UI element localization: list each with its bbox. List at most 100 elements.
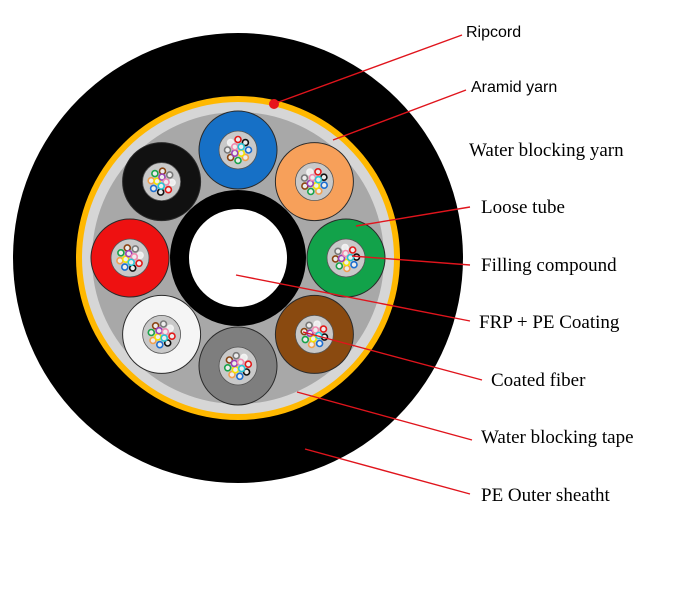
filling-compound-bundle [110, 238, 150, 278]
label-aramid-yarn: Aramid yarn [471, 79, 557, 96]
leader-lines [235, 34, 483, 495]
coated-fiber [306, 179, 315, 188]
coated-fiber [131, 245, 140, 253]
coated-fiber [237, 149, 245, 157]
coated-fiber [117, 249, 125, 257]
label-water-blocking-tape: Water blocking tape [481, 427, 634, 448]
coated-fiber [164, 185, 173, 194]
coated-fiber [315, 339, 324, 348]
coated-fiber [149, 336, 157, 345]
coated-fiber [225, 356, 234, 364]
coated-fiber [147, 328, 156, 337]
coated-fiber [314, 168, 322, 176]
coated-fiber [149, 184, 158, 193]
coated-fiber [158, 173, 166, 181]
label-ripcord: Ripcord [466, 24, 521, 41]
coated-fiber [341, 243, 349, 252]
label-filling-compound: Filling compound [481, 255, 617, 276]
coated-fiber [241, 138, 250, 147]
coated-fiber [151, 169, 159, 178]
loose-tube-leader [355, 206, 471, 227]
coated-fiber [156, 340, 164, 349]
coated-fiber-leader [302, 331, 483, 381]
frp-core [189, 209, 287, 307]
coated-fiber [337, 254, 346, 263]
coated-fiber [165, 171, 174, 179]
coated-fiber [158, 167, 167, 175]
coated-fiber [236, 372, 244, 381]
coated-fiber [312, 181, 321, 190]
ripcord-leader [275, 34, 463, 104]
coated-fiber [161, 327, 170, 336]
coated-fiber [301, 335, 310, 344]
coated-fiber [314, 175, 323, 184]
coated-fiber [306, 187, 315, 196]
coated-fiber [244, 146, 253, 154]
coated-fiber [230, 359, 239, 368]
coated-fiber [348, 246, 357, 254]
frp-pe-coating-leader [235, 274, 471, 322]
coated-fiber [242, 368, 251, 376]
water-blocking-tape-leader [296, 391, 473, 441]
coated-fiber [153, 177, 161, 185]
loose-tube [274, 142, 354, 222]
coated-fiber [343, 264, 351, 273]
coated-fiber [223, 146, 232, 154]
coated-fiber [311, 326, 320, 334]
coated-fiber [159, 320, 168, 328]
coated-fiber [236, 358, 245, 367]
coated-fiber [160, 334, 168, 342]
pe-outer-sheath-leader [304, 448, 471, 495]
label-pe-outer-sheath: PE Outer sheatht [481, 485, 610, 506]
loose-tube [122, 294, 202, 374]
coated-fiber [168, 332, 176, 341]
loose-tube [306, 218, 386, 298]
coated-fiber [157, 182, 165, 190]
coated-fiber [234, 156, 242, 165]
coated-fiber [334, 247, 342, 256]
coated-fiber [350, 260, 358, 269]
coated-fiber [240, 353, 248, 362]
label-loose-tube: Loose tube [481, 197, 565, 218]
coated-fiber [320, 181, 329, 189]
coated-fiber [237, 143, 245, 151]
filling-compound-leader [351, 255, 471, 266]
coated-fiber [331, 255, 340, 263]
coated-fiber [125, 249, 133, 258]
ripcord-dot [269, 99, 279, 109]
loose-tube [198, 326, 278, 406]
coated-fiber [300, 174, 309, 182]
coated-fiber [305, 321, 313, 330]
coated-fiber [237, 364, 246, 373]
loose-tube [90, 218, 170, 298]
coated-fiber [228, 370, 236, 379]
filling-compound-bundle [294, 162, 334, 202]
coated-fiber [147, 176, 155, 185]
coated-fiber [156, 188, 165, 196]
coated-fiber [166, 324, 174, 333]
aramid-yarn-leader [332, 89, 467, 141]
coated-fiber [154, 333, 162, 341]
loose-tube-group [90, 110, 386, 406]
coated-fiber [244, 360, 253, 369]
coated-fiber [130, 252, 139, 261]
coated-fiber [151, 321, 160, 330]
coated-fiber [155, 326, 163, 335]
coated-fiber [319, 325, 328, 333]
label-frp-pe-coating: FRP + PE Coating [479, 312, 620, 333]
coated-fiber [341, 249, 350, 258]
label-coated-fiber: Coated fiber [491, 370, 586, 391]
coated-fiber [231, 143, 239, 151]
coated-fiber [135, 259, 143, 268]
coated-fiber [335, 262, 344, 270]
coated-fiber [127, 258, 135, 267]
coated-fiber [231, 365, 240, 374]
coated-fiber [168, 178, 176, 187]
coated-fiber [231, 149, 239, 157]
coated-fiber [226, 138, 235, 147]
label-water-blocking-yarn: Water blocking yarn [469, 140, 624, 161]
coated-fiber [241, 153, 250, 162]
coated-fiber [234, 135, 242, 144]
coated-fiber [226, 153, 235, 162]
